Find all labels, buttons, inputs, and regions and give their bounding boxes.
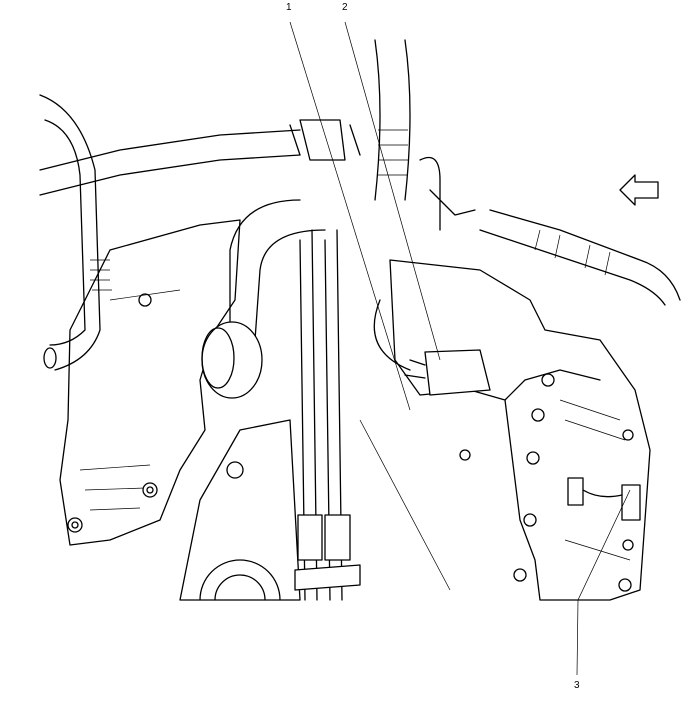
callout-2: 2 bbox=[342, 2, 348, 13]
callout-1: 1 bbox=[286, 2, 292, 13]
leader-line-1 bbox=[289, 21, 411, 411]
right-housing bbox=[389, 259, 651, 601]
leader-line-2 bbox=[344, 21, 441, 361]
left-housing bbox=[59, 219, 241, 546]
callout-3: 3 bbox=[574, 680, 580, 691]
arrow-left-icon bbox=[619, 174, 659, 206]
leader-line-3 bbox=[576, 489, 631, 676]
